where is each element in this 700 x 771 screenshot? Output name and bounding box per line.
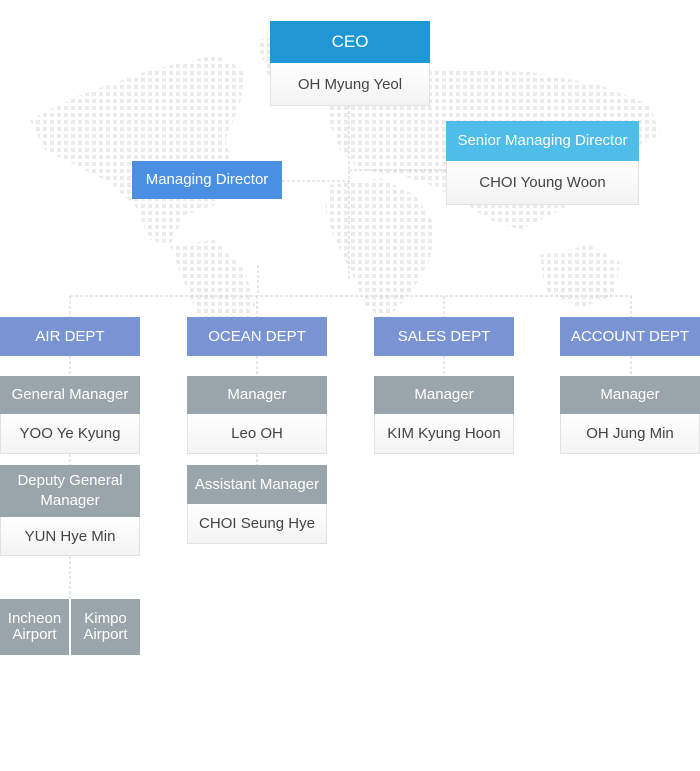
managing-director-title: Managing Director	[132, 161, 282, 199]
sales-manager-title: Manager	[374, 376, 514, 414]
ocean-dept-header: OCEAN DEPT	[187, 317, 327, 356]
account-dept-header: ACCOUNT DEPT	[560, 317, 700, 356]
air-dept-header: AIR DEPT	[0, 317, 140, 356]
incheon-airport-unit: Incheon Airport	[0, 599, 69, 655]
account-manager-name: OH Jung Min	[560, 414, 700, 454]
ocean-manager-name: Leo OH	[187, 414, 327, 454]
air-general-manager-name: YOO Ye Kyung	[0, 414, 140, 454]
air-deputy-general-manager-title: Deputy General Manager	[0, 465, 140, 517]
account-manager-title: Manager	[560, 376, 700, 414]
ceo-name: OH Myung Yeol	[270, 63, 430, 106]
ceo-title: CEO	[270, 21, 430, 63]
senior-managing-director-name: CHOI Young Woon	[446, 161, 639, 205]
senior-managing-director-title: Senior Managing Director	[446, 121, 639, 161]
sales-manager-name: KIM Kyung Hoon	[374, 414, 514, 454]
ocean-manager-title: Manager	[187, 376, 327, 414]
air-deputy-general-manager-name: YUN Hye Min	[0, 517, 140, 556]
ocean-assistant-manager-name: CHOI Seung Hye	[187, 504, 327, 544]
sales-dept-header: SALES DEPT	[374, 317, 514, 356]
kimpo-airport-unit: Kimpo Airport	[71, 599, 140, 655]
ocean-assistant-manager-title: Assistant Manager	[187, 465, 327, 504]
air-general-manager-title: General Manager	[0, 376, 140, 414]
